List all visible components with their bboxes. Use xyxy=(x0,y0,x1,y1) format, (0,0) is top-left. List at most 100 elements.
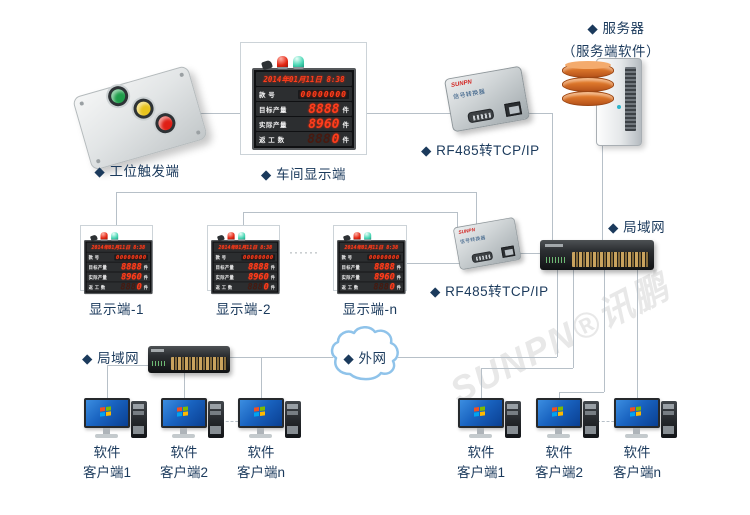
board-datetime: 2014年01月11日 8:38 xyxy=(263,74,345,84)
wan-label: ◆ 外网 xyxy=(343,351,387,366)
display-1-label: 显示端-1 xyxy=(88,302,144,317)
client-left-1-label: 软件客户端1 xyxy=(82,445,131,480)
connector-line xyxy=(116,192,476,193)
rf485-converter-top: SUNPN 信号转换器 xyxy=(443,65,531,133)
rf485-mid-label: ◆ RF485转TCP/IP xyxy=(430,284,549,299)
green-beacon-icon xyxy=(238,232,246,241)
connector-line xyxy=(559,392,604,393)
client-right-1-label: 软件客户端1 xyxy=(456,445,505,480)
connector-line xyxy=(481,368,482,404)
connector-line xyxy=(261,357,262,404)
board-row-label: 目标产量 xyxy=(259,107,287,114)
red-button-icon xyxy=(153,110,178,136)
client-pc xyxy=(614,398,678,442)
monitor-icon xyxy=(458,398,504,428)
trigger-label: ◆ 工位触发端 xyxy=(94,164,180,179)
rf485-top-label: ◆ RF485转TCP/IP xyxy=(421,143,540,158)
lan-bottom-label: ◆ 局域网 xyxy=(82,351,140,366)
watermark: SUNPN®讯鹏 xyxy=(443,265,677,412)
database-cylinder-icon xyxy=(562,61,614,78)
client-pc xyxy=(161,398,225,442)
buzzer-icon xyxy=(216,234,225,242)
client-left-n-label: 软件客户端n xyxy=(236,445,285,480)
lan-top-label: ◆ 局域网 xyxy=(608,220,666,235)
rj45-port-icon xyxy=(504,101,523,117)
monitor-icon xyxy=(238,398,284,428)
red-beacon-icon xyxy=(277,56,288,69)
db9-port-icon xyxy=(471,250,494,264)
client-pc xyxy=(84,398,148,442)
board-row-unit: 件 xyxy=(342,107,350,114)
board-row-label: 实际产量 xyxy=(259,122,287,129)
trigger-box xyxy=(68,64,218,172)
board-row-label: 款 号 xyxy=(259,92,276,99)
connector-line xyxy=(557,270,558,357)
board-row-value: 8960 xyxy=(308,117,340,131)
buzzer-icon xyxy=(261,59,273,71)
red-beacon-icon xyxy=(100,232,108,241)
connector-line-dotted xyxy=(221,421,243,422)
pc-tower-icon xyxy=(661,401,677,438)
client-pc xyxy=(458,398,522,442)
rj45-port-icon xyxy=(500,245,516,258)
connector-line xyxy=(602,145,603,240)
board-row-unit: 件 xyxy=(342,122,350,129)
cloud-icon xyxy=(330,326,399,381)
connector-line xyxy=(243,212,457,213)
pc-tower-icon xyxy=(131,401,147,438)
converter-name: 信号转换器 xyxy=(452,89,486,101)
server-label: ◆ 服务器 xyxy=(587,21,645,36)
board-row-label: 返 工 数 xyxy=(259,137,285,144)
windows-logo-icon xyxy=(100,406,111,417)
switch-ports-icon xyxy=(170,356,227,370)
pc-tower-icon xyxy=(583,401,599,438)
displays-ellipsis: ······ xyxy=(289,245,319,259)
monitor-icon xyxy=(614,398,660,428)
monitor-icon xyxy=(84,398,130,428)
display-2-label: 显示端-2 xyxy=(215,302,271,317)
monitor-icon xyxy=(536,398,582,428)
windows-logo-icon xyxy=(474,406,485,417)
windows-logo-icon xyxy=(630,406,641,417)
windows-logo-icon xyxy=(177,406,188,417)
client-pc xyxy=(238,398,302,442)
windows-logo-icon xyxy=(254,406,265,417)
connector-line xyxy=(637,270,638,404)
board-row-unit: 件 xyxy=(342,137,350,144)
board-ghost-digits: 888 xyxy=(307,132,331,146)
client-left-2-label: 软件客户端2 xyxy=(159,445,208,480)
board-row-value: 0 xyxy=(331,132,340,146)
connector-line xyxy=(476,192,477,230)
connector-line xyxy=(527,113,552,114)
pc-tower-icon xyxy=(505,401,521,438)
connector-line-dotted xyxy=(597,421,619,422)
database-cylinder-icon xyxy=(562,77,614,92)
windows-logo-icon xyxy=(552,406,563,417)
connector-line xyxy=(573,270,574,368)
buzzer-icon xyxy=(89,234,98,242)
switch-ports-icon xyxy=(571,252,650,267)
connector-line xyxy=(552,113,553,240)
rf485-converter-mid: SUNPN 信号转换器 xyxy=(452,216,522,271)
connector-line xyxy=(518,253,542,254)
alarm-lights xyxy=(261,56,304,71)
wan-cloud: ◆ 外网 xyxy=(328,326,402,384)
pc-tower-icon xyxy=(285,401,301,438)
green-button-icon xyxy=(105,83,131,109)
client-pc xyxy=(536,398,600,442)
pc-tower-icon xyxy=(208,401,224,438)
connector-line xyxy=(228,357,333,358)
converter-name: 信号转换器 xyxy=(459,235,487,246)
connector-line xyxy=(398,357,557,358)
green-beacon-icon xyxy=(111,232,119,241)
red-beacon-icon xyxy=(227,232,235,241)
trigger-box-body xyxy=(71,64,209,172)
connector-line xyxy=(107,365,150,366)
